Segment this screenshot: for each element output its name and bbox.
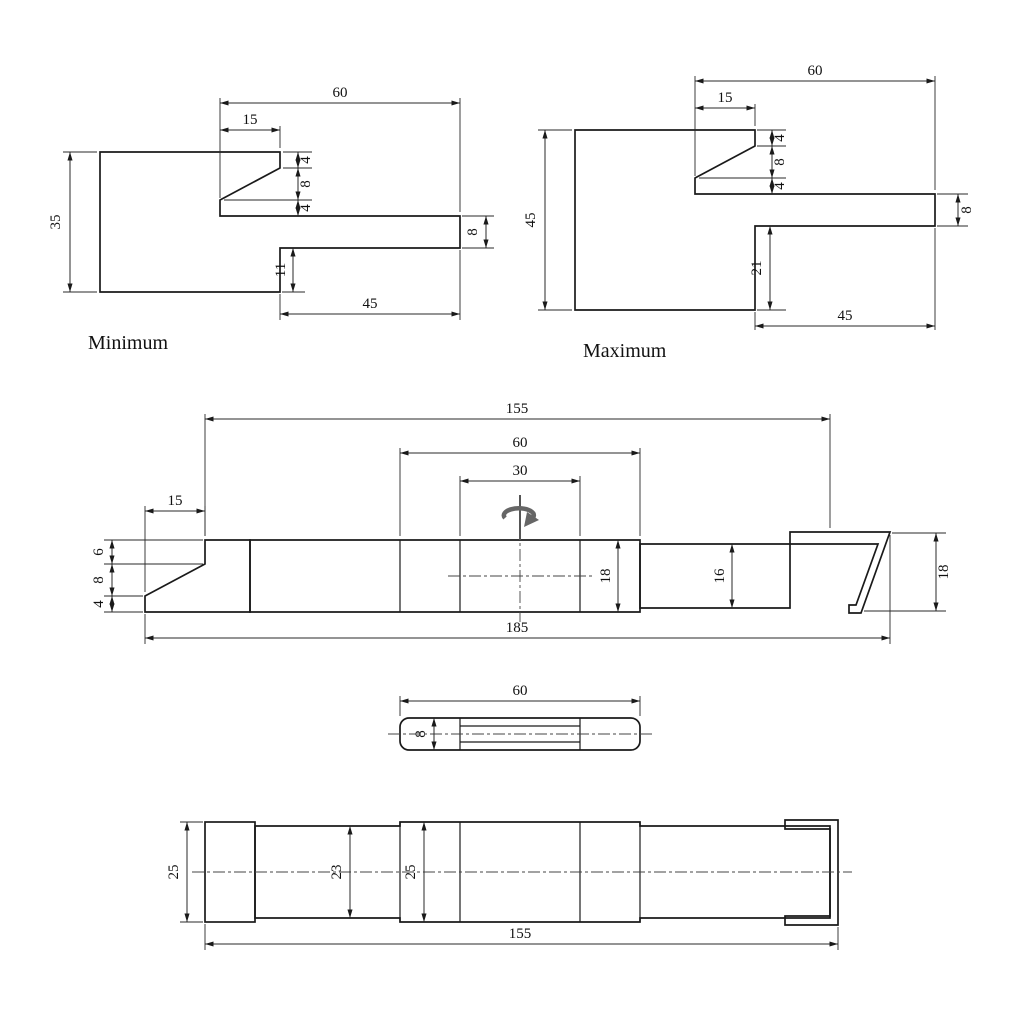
dim-label: 8: [465, 228, 481, 236]
dim-min-blade-thickness: 8: [462, 215, 494, 249]
dim-min-blade-length: 45: [279, 250, 461, 320]
dim-label: 60: [333, 85, 348, 101]
dim-label: 30: [513, 463, 528, 479]
dim-bottom-25-head: 25: [166, 821, 203, 923]
dim-label: 15: [168, 493, 183, 509]
ext-line: [104, 539, 203, 565]
minimum-section-view: 60 15 4 8 4 35 8: [48, 85, 494, 354]
dim-label: 155: [506, 401, 529, 417]
bar-right-section-outline: [639, 543, 791, 609]
dim-label: 60: [513, 435, 528, 451]
dim-min-top-wall: 4: [283, 151, 314, 169]
ext-line: [538, 129, 572, 311]
dim-side-185: 185: [144, 535, 891, 644]
dim-plan-8: 8: [413, 717, 437, 751]
dim-label: 4: [772, 134, 788, 142]
dim-max-gap: 4: [769, 177, 788, 195]
dim-plan-60: 60: [399, 683, 641, 716]
dim-side-30: 30: [459, 463, 581, 536]
dim-label: 35: [48, 215, 64, 230]
dim-bottom-25-mid: 25: [403, 821, 427, 923]
dim-bottom-155: 155: [204, 924, 839, 950]
bottom-section-lines: [399, 822, 641, 922]
dim-label: 15: [243, 112, 258, 128]
dim-label: 25: [166, 865, 182, 880]
dim-side-18-hook: 18: [864, 532, 952, 612]
side-elevation-view: 155 60 30 15 6 8: [91, 401, 952, 644]
dim-label: 4: [772, 182, 788, 190]
dim-max-blade-length: 45: [754, 228, 936, 330]
dim-label: 4: [298, 156, 314, 164]
dim-label: 11: [273, 263, 289, 277]
dim-label: 18: [598, 569, 614, 584]
dim-label: 4: [91, 600, 107, 608]
dim-side-8: 8: [91, 563, 143, 597]
ext-line: [399, 448, 641, 536]
dim-label: 8: [91, 576, 107, 584]
dim-max-top-wall: 4: [757, 129, 788, 147]
dim-min-top-width: 60: [219, 85, 461, 212]
dim-side-155: 155: [204, 401, 831, 536]
dim-side-15: 15: [144, 493, 206, 592]
dim-label: 15: [718, 90, 733, 106]
dim-label: 185: [506, 620, 529, 636]
dim-label: 60: [513, 683, 528, 699]
dim-max-top-width: 60: [694, 63, 936, 190]
dim-min-body-height: 35: [48, 151, 97, 293]
hook-flange-shape: [789, 531, 892, 614]
dim-bottom-23: 23: [329, 825, 353, 919]
dim-side-18-bar: 18: [598, 539, 621, 613]
plan-view: 60 8: [388, 683, 652, 751]
dim-side-6: 6: [91, 539, 203, 565]
dim-label: 21: [749, 261, 765, 276]
dim-label: 18: [936, 565, 952, 580]
dim-min-lower-lip: 11: [273, 247, 305, 293]
bottom-bracket-shape: [784, 819, 839, 926]
dim-label: 4: [298, 204, 314, 212]
dim-label: 8: [413, 730, 429, 738]
dim-label: 45: [523, 213, 539, 228]
min-body-cross-section: [99, 151, 461, 293]
dim-max-lower-lip: 21: [749, 225, 786, 311]
dim-max-body-height: 45: [523, 129, 572, 311]
dim-label: 45: [363, 296, 378, 312]
dim-label: 8: [298, 180, 314, 188]
dim-max-taper-drop: 8: [699, 145, 788, 179]
dim-label: 23: [329, 865, 345, 880]
dim-min-taper-drop: 8: [224, 167, 314, 201]
ext-line: [462, 215, 494, 249]
dim-min-gap: 4: [295, 199, 314, 217]
rotation-arrow-icon: [501, 495, 539, 540]
dim-max-blade-thickness: 8: [937, 193, 975, 227]
maximum-section-view: 60 15 4 8 4 45 8: [523, 63, 975, 362]
dim-label: 45: [838, 308, 853, 324]
dim-label: 6: [91, 548, 107, 556]
rotation-arrowhead: [524, 512, 539, 527]
maximum-view-title: Maximum: [583, 340, 667, 362]
ext-line: [937, 193, 968, 227]
dim-side-4: 4: [91, 595, 143, 613]
dim-label: 16: [712, 568, 728, 584]
dim-side-60: 60: [399, 435, 641, 536]
ext-line: [180, 821, 203, 923]
ext-line: [219, 98, 461, 212]
dim-label: 8: [772, 158, 788, 166]
dim-label: 8: [959, 206, 975, 214]
bottom-plan-view: 25 23 25 155: [166, 819, 852, 950]
ext-line: [399, 696, 641, 716]
ext-line: [63, 151, 97, 293]
dim-label: 25: [403, 865, 419, 880]
dim-min-slot-top: 15: [219, 112, 281, 148]
wedge-head-shape: [144, 539, 251, 613]
dim-side-16: 16: [712, 543, 735, 609]
minimum-view-title: Minimum: [88, 332, 168, 354]
dim-label: 60: [808, 63, 823, 79]
bar-body-outline: [249, 539, 641, 613]
dim-label: 155: [509, 926, 532, 942]
max-body-cross-section: [574, 129, 936, 311]
ext-line: [694, 76, 936, 190]
dim-max-slot-top: 15: [694, 90, 756, 126]
ext-line: [459, 476, 581, 536]
